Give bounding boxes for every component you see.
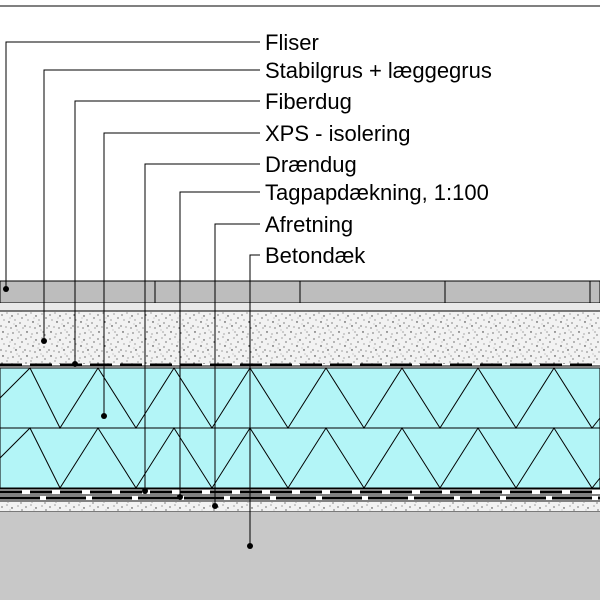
label-fiberdug: Fiberdug [265,89,352,114]
leader-dot [247,543,253,549]
layer-fiberdug [0,363,600,367]
label-stabilgrus: Stabilgrus + læggegrus [265,58,492,83]
leader-dot [142,488,148,494]
leader-line [144,163,260,491]
leader-line [103,132,260,416]
label-xps: XPS - isolering [265,121,411,146]
leader-line [5,41,260,289]
leader-dot [101,413,107,419]
leader-line [249,254,260,546]
leader-line [74,100,260,364]
leader-dot [72,361,78,367]
leader-lines [5,41,260,546]
label-tagpap: Tagpapdækning, 1:100 [265,180,489,205]
leader-dot [3,286,9,292]
leader-dots [3,286,253,549]
leader-line [179,191,260,497]
layer-membranes [0,488,600,502]
leader-dot [177,494,183,500]
label-draendug: Drændug [265,152,357,177]
layer-afretning [0,502,600,513]
layer-xps [0,367,600,490]
layer-tiles [0,280,600,304]
label-fliser: Fliser [265,30,319,55]
leader-dot [41,338,47,344]
layer-betondaek [0,512,600,600]
layer-gravel [0,303,600,364]
leader-line [43,69,260,341]
label-afretning: Afretning [265,212,353,237]
leader-dot [212,503,218,509]
label-betondaek: Betondæk [265,243,366,268]
leader-line [214,223,260,506]
